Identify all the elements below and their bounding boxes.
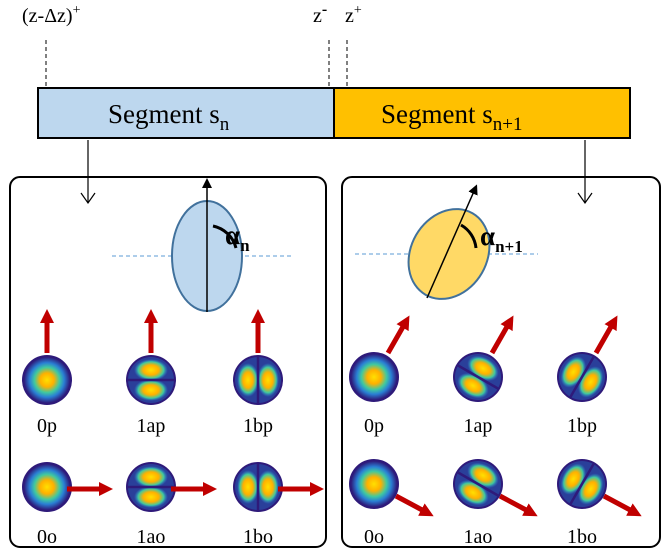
polarization-arrow	[602, 493, 642, 517]
angle-arc	[212, 224, 238, 249]
mode-1bp-n	[233, 355, 283, 405]
mode-label: 0o	[364, 526, 384, 548]
major-axis-arrow	[426, 184, 478, 299]
mode-1ap-n	[126, 355, 176, 405]
mode-0p-n	[22, 355, 72, 405]
mode-label: 1ap	[464, 415, 493, 437]
polarization-arrow	[498, 493, 538, 517]
angle-arc	[460, 223, 478, 249]
mode-1bo-n1	[557, 459, 607, 509]
mode-label: 0p	[37, 415, 57, 437]
z-plus-label: z+	[345, 3, 362, 27]
mode-label: 1bo	[243, 526, 273, 548]
segment-n-label: Segment sn	[108, 99, 230, 135]
mode-0o-n	[22, 462, 72, 512]
mode-label: 1ao	[137, 526, 166, 548]
mode-1bp-n1	[557, 352, 607, 402]
z-minus-label: z-	[313, 1, 327, 27]
polarization-arrow	[385, 315, 410, 355]
mode-label: 1bp	[567, 415, 597, 437]
mode-label: 1bo	[567, 526, 597, 548]
alpha-n1-label: αn+1	[480, 221, 523, 256]
ellipse	[407, 208, 491, 300]
polarization-arrow	[394, 493, 434, 517]
mode-label: 1bp	[243, 415, 273, 437]
mode-label: 0p	[364, 415, 384, 437]
z-prev-label: (z-Δz)+	[22, 3, 81, 27]
mode-0o-n1	[349, 459, 399, 509]
segment-n1-label: Segment sn+1	[381, 99, 522, 135]
mode-grid: 0p 1ap 1bp 0o 1ao 1bo 0p 1ap 1bp 0o 1ao 1bo	[22, 309, 642, 548]
mode-label: 1ao	[464, 526, 493, 548]
mode-1ap-n1	[453, 352, 503, 402]
polarization-ellipse-n1: αn+1	[355, 184, 538, 300]
polarization-ellipse-n: αn	[112, 178, 292, 312]
position-labels: (z-Δz)+ z- z+	[22, 1, 362, 88]
mode-0p-n1	[349, 352, 399, 402]
mode-1ao-n	[126, 462, 176, 512]
mode-1bo-n	[233, 462, 283, 512]
segments-bar: Segment sn Segment sn+1	[37, 87, 631, 139]
segment-n1-box	[333, 87, 631, 139]
polarization-arrow	[593, 315, 618, 355]
panel-segment-n	[9, 176, 327, 548]
mode-1ao-n1	[453, 459, 503, 509]
mode-label: 1ap	[137, 415, 166, 437]
polarization-arrow	[489, 315, 514, 355]
mode-label: 0o	[37, 526, 57, 548]
alpha-n-label: αn	[225, 220, 250, 255]
panel-segment-n1	[341, 176, 661, 548]
